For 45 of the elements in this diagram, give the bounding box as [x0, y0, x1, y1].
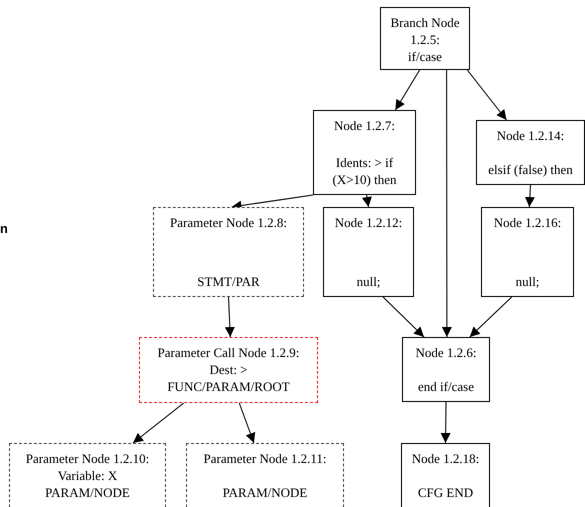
process-box — [476, 120, 585, 185]
node-title: Node 1.2.6: — [415, 344, 477, 361]
node-text: null; — [356, 273, 382, 290]
process-box — [313, 110, 416, 195]
node-title: Parameter Node 1.2.8: — [170, 214, 287, 231]
arrow — [466, 70, 508, 120]
arrow — [440, 402, 451, 444]
arrow — [382, 296, 424, 338]
arrow — [362, 194, 372, 208]
node-text: end if/case — [417, 378, 475, 395]
node-title: Node 1.2.16: — [494, 214, 562, 231]
arrow — [469, 296, 512, 338]
node-title: Parameter Node 1.2.11: — [204, 450, 326, 467]
node-text: Dest: > FUNC/PARAM/ROOT — [166, 361, 291, 395]
node-text: if/case — [407, 48, 443, 65]
node-title: Node 1.2.14: — [496, 127, 564, 144]
arrow — [224, 296, 235, 338]
node-text: PARAM/NODE — [222, 484, 308, 501]
node-text: CFG END — [416, 484, 474, 501]
node-text: Variable: X PARAM/NODE — [44, 467, 131, 501]
arrow — [132, 402, 184, 444]
node-text: STMT/PAR — [196, 273, 261, 290]
process-box — [401, 443, 490, 507]
arrow — [238, 402, 256, 444]
node-title: Parameter Call Node 1.2.9: — [158, 344, 300, 361]
process-box — [323, 207, 414, 297]
parameter-node-box — [139, 337, 318, 403]
node-title: Parameter Node 1.2.10: — [26, 450, 150, 467]
node-title: Node 1.2.18: — [412, 450, 480, 467]
node-text: Idents: > if (X>10) then — [331, 154, 398, 188]
parameter-node-box — [186, 443, 344, 507]
process-box — [481, 207, 574, 297]
process-box — [380, 7, 470, 70]
arrow — [442, 70, 452, 338]
arrow — [524, 184, 535, 208]
text-fragment: n — [0, 222, 8, 237]
parameter-node-box — [153, 207, 304, 297]
process-box — [402, 337, 490, 402]
node-title: Node 1.2.12: — [334, 214, 402, 231]
parameter-node-box — [9, 443, 166, 507]
node-text: null; — [514, 273, 540, 290]
node-text: elsif (false) then — [487, 161, 574, 178]
node-title: Node 1.2.7: — [334, 117, 396, 134]
node-title: Branch Node 1.2.5: — [390, 14, 460, 48]
arrow — [394, 70, 420, 110]
